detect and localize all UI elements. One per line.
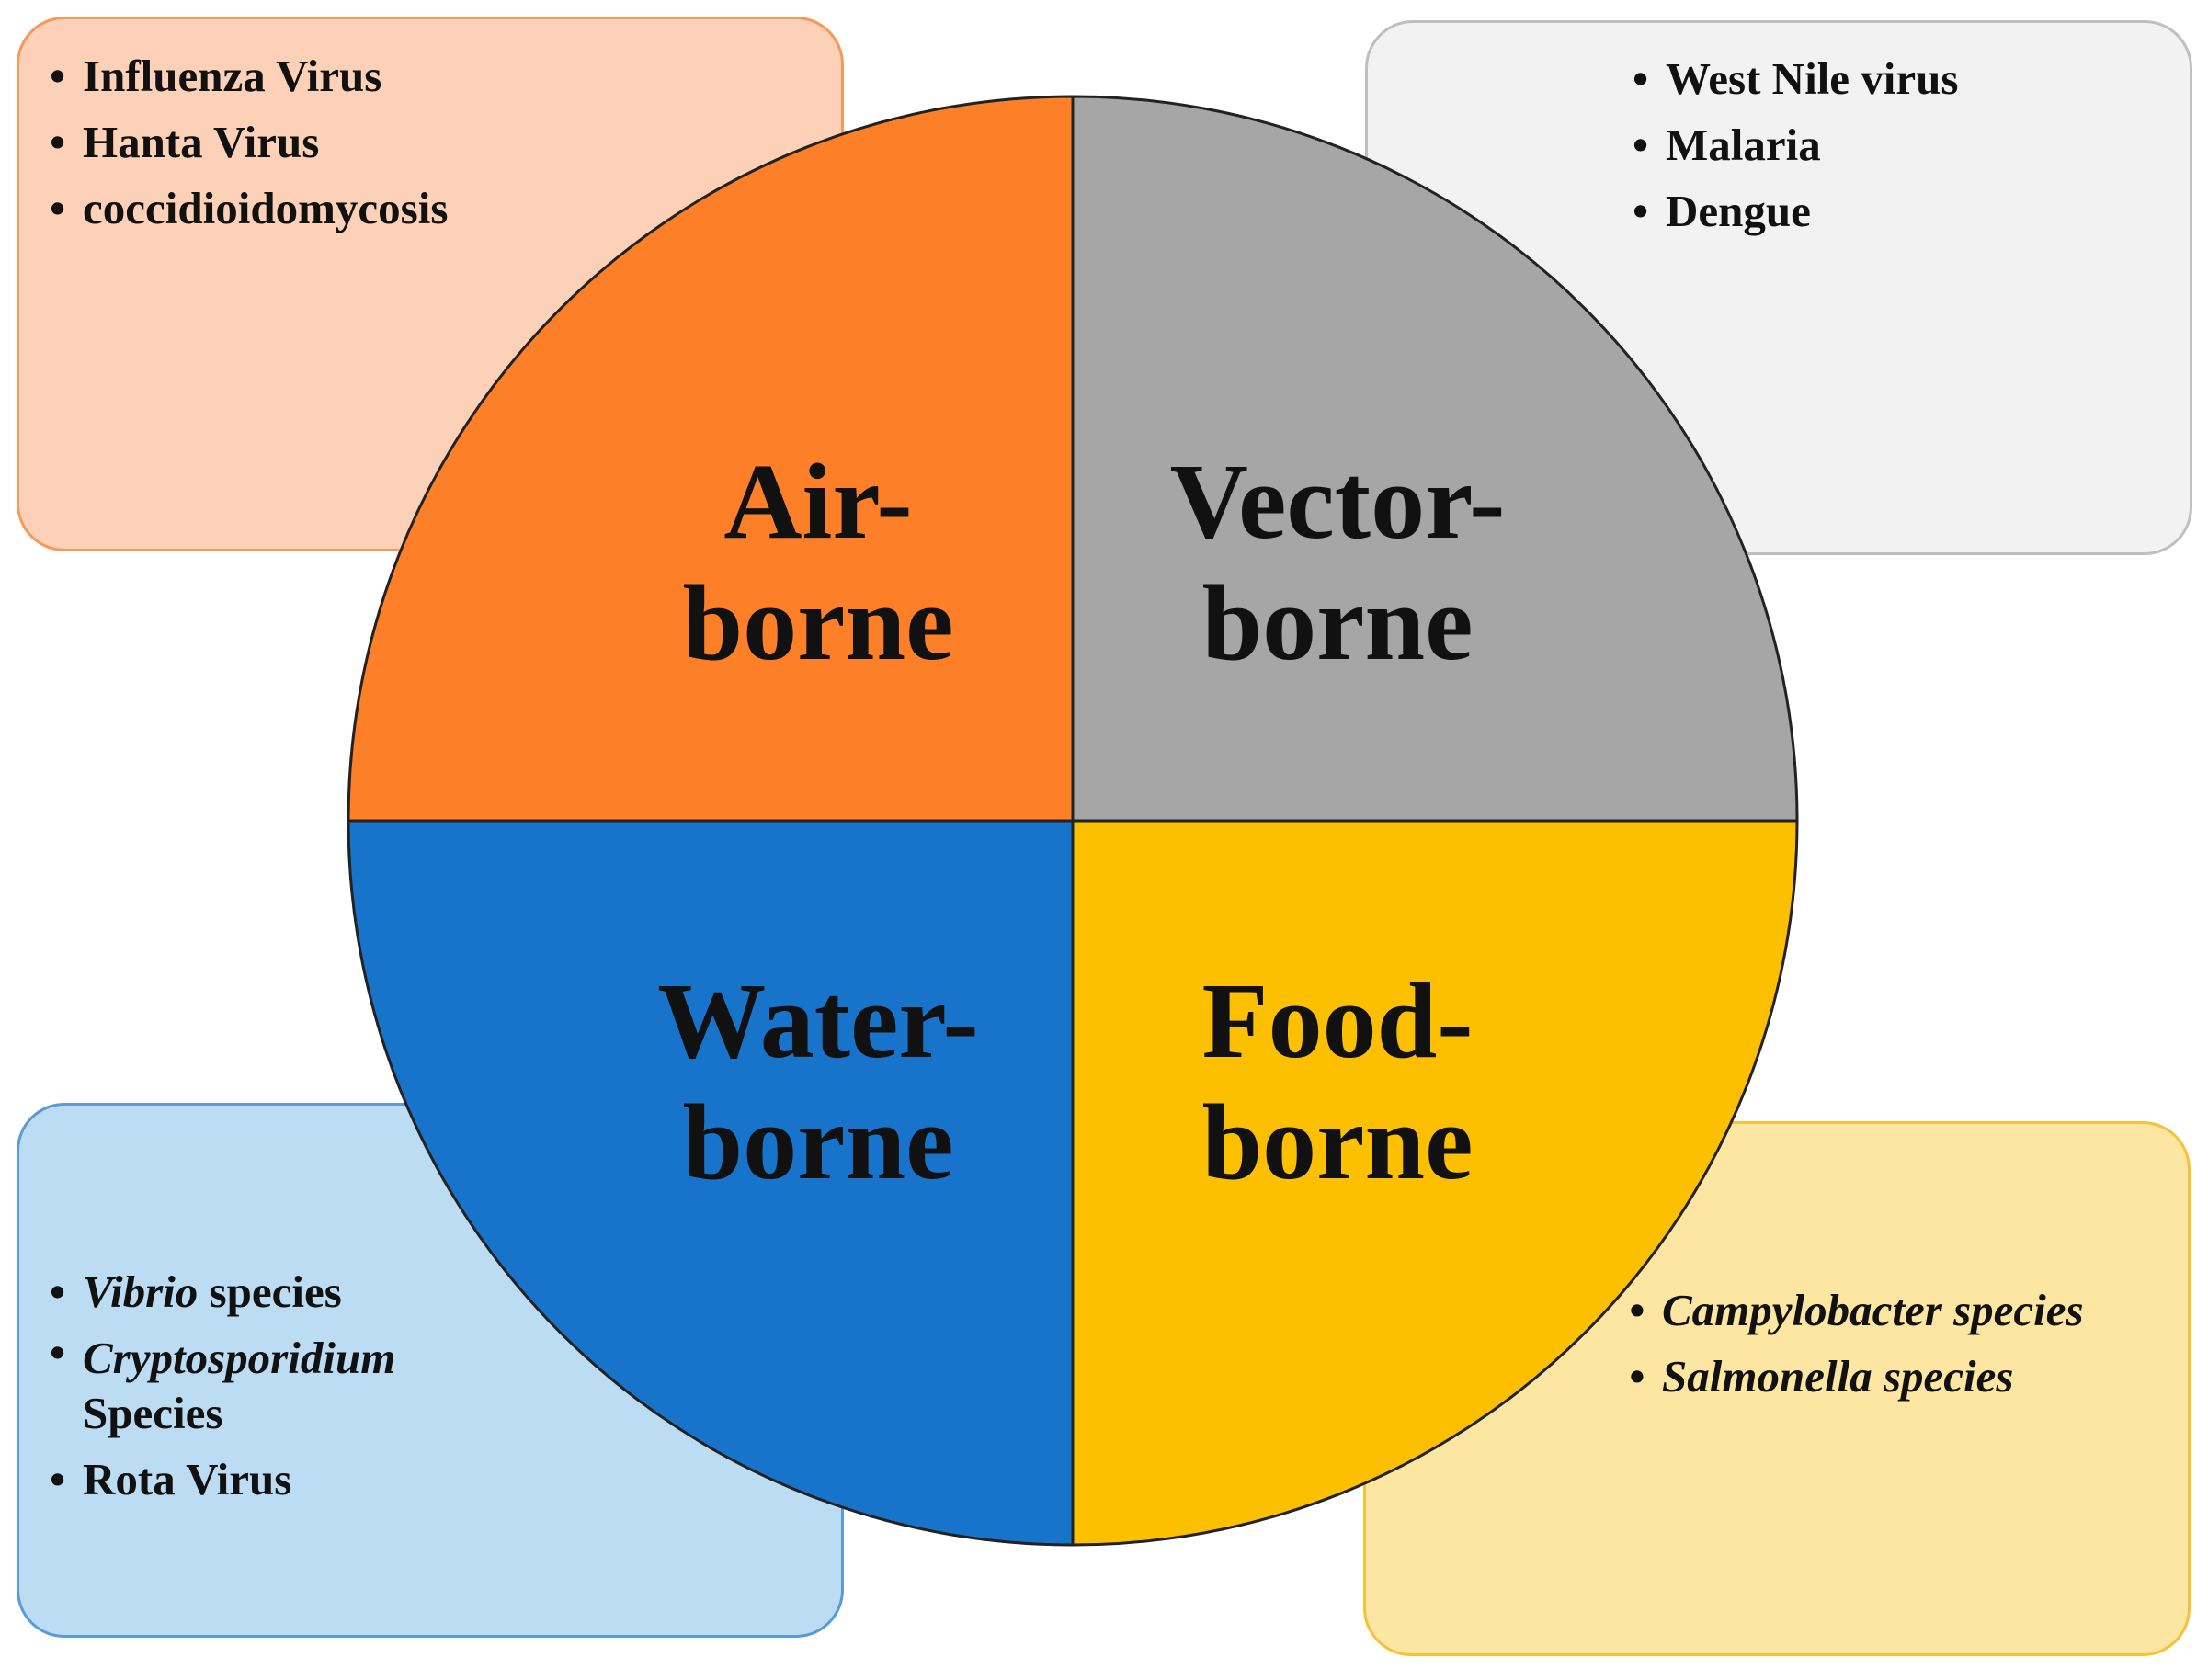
list-item: Malaria: [1633, 112, 1958, 178]
foodborne-label: Food- borne: [1098, 960, 1576, 1203]
waterborne-quadrant: [347, 819, 1075, 1547]
foodborne-label-line1: Food-: [1201, 960, 1474, 1081]
vectorborne-label-line2: borne: [1201, 562, 1474, 683]
list-item: Hanta Virus: [50, 109, 448, 176]
airborne-label: Air- borne: [579, 441, 1057, 684]
list-item: Dengue: [1633, 178, 1958, 244]
foodborne-quadrant: [1071, 819, 1799, 1547]
waterborne-label-line2: borne: [682, 1082, 954, 1202]
vectorborne-quadrant: [1071, 95, 1799, 823]
waterborne-label: Water- borne: [579, 960, 1057, 1203]
airborne-quadrant: [347, 95, 1075, 823]
airborne-label-line2: borne: [682, 562, 954, 683]
list-item: Influenza Virus: [50, 43, 448, 109]
foodborne-label-line2: borne: [1201, 1082, 1474, 1202]
cryptosporidium-name: Cryptosporidium: [83, 1333, 396, 1383]
cryptosporidium-suffix: Species: [83, 1388, 223, 1438]
vibrio-suffix: species: [198, 1266, 342, 1317]
foodborne-example-list: Campylobacter species Salmonella species: [1629, 1277, 2084, 1410]
airborne-example-list: Influenza Virus Hanta Virus coccidioidom…: [50, 43, 448, 242]
airborne-label-line1: Air-: [723, 441, 913, 562]
list-item: coccidioidomycosis: [50, 176, 448, 242]
waterborne-label-line1: Water-: [657, 960, 979, 1081]
vectorborne-label: Vector- borne: [1098, 441, 1576, 684]
list-item: Salmonella species: [1629, 1344, 2084, 1410]
list-item: West Nile virus: [1633, 46, 1958, 112]
list-item: Rota Virus: [50, 1447, 395, 1513]
list-item: Campylobacter species: [1629, 1277, 2084, 1344]
vibrio-name: Vibrio: [83, 1266, 199, 1317]
vectorborne-example-list: West Nile virus Malaria Dengue: [1633, 46, 1958, 244]
list-item: Vibrio species: [50, 1259, 395, 1325]
vectorborne-label-line1: Vector-: [1169, 441, 1506, 562]
